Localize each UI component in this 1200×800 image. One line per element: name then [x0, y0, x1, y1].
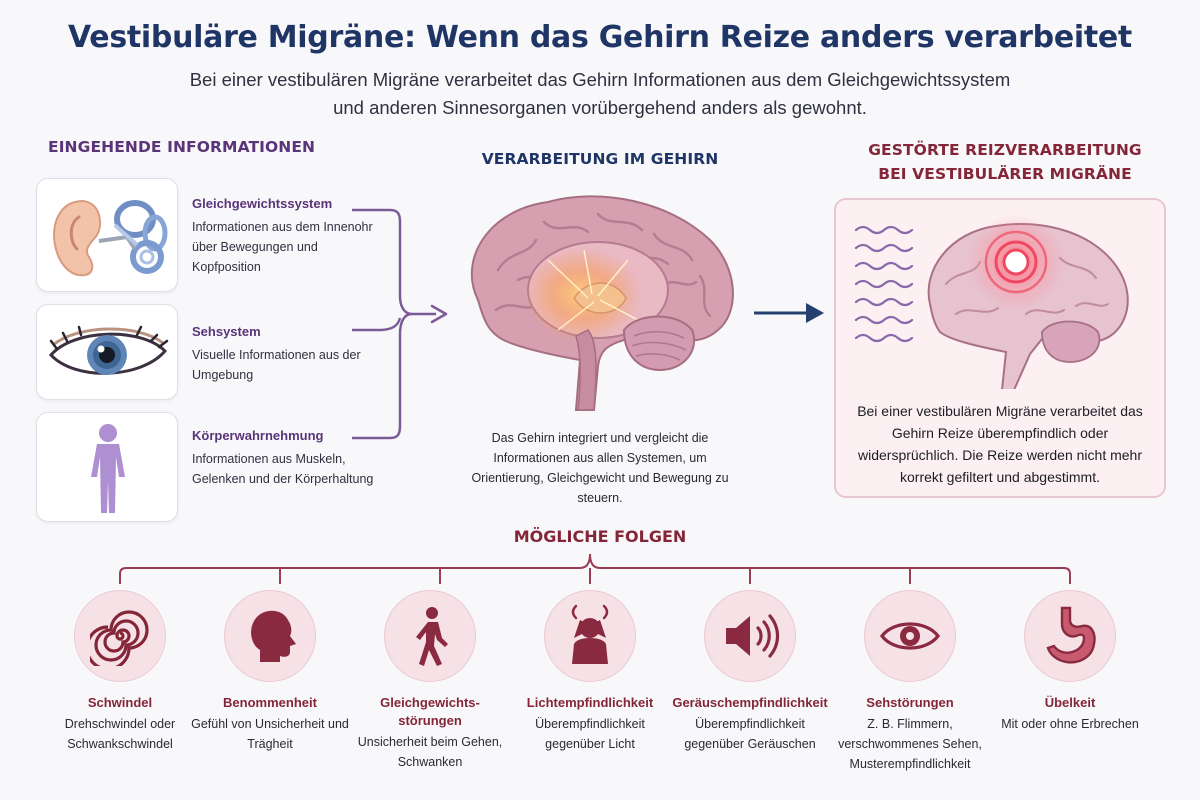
input-item-vision: Sehsystem Visuelle Informationen aus der… — [192, 324, 377, 385]
input-card-eye-image — [36, 304, 178, 400]
consequence-title: Geräuschempfindlichkeit — [672, 695, 828, 710]
consequence-item-noise-sensitivity: Geräuschempfindlichkeit Überempfindlichk… — [670, 590, 830, 754]
consequence-circle — [1024, 590, 1116, 682]
speaker-icon — [726, 614, 780, 658]
consequence-circle — [704, 590, 796, 682]
input-item-balance: Gleichgewichtssystem Informationen aus d… — [192, 196, 377, 277]
input-title-balance: Gleichgewichtssystem — [192, 196, 333, 211]
input-title-proprioception: Körperwahrnehmung — [192, 428, 324, 443]
consequence-title: Sehstörungen — [866, 695, 954, 710]
brain-description: Das Gehirn integriert und vergleicht die… — [471, 431, 729, 505]
consequence-item-visual-disturbance: Sehstörungen Z. B. Flimmern, verschwomme… — [830, 590, 990, 774]
consequence-circle — [74, 590, 166, 682]
consequence-title: Schwindel — [87, 695, 153, 710]
consequences-connector — [119, 553, 1071, 584]
consequence-title: Lichtempfindlichkeit — [526, 695, 654, 710]
consequence-desc: Überempfindlichkeit gegenüber Geräuschen — [684, 717, 816, 751]
consequence-desc: Überempfindlichkeit gegenüber Licht — [535, 717, 645, 751]
consequence-title: Übelkeit — [1044, 695, 1096, 710]
input-connector-bracket — [352, 208, 448, 440]
walking-person-icon — [416, 607, 448, 666]
body-icon — [91, 424, 125, 513]
input-card-ear-image — [36, 178, 178, 292]
consequence-circle — [224, 590, 316, 682]
consequence-item-nausea: Übelkeit Mit oder ohne Erbrechen — [990, 590, 1150, 734]
stomach-icon — [1046, 606, 1096, 664]
consequence-circle — [384, 590, 476, 682]
disturbed-heading-line-1: GESTÖRTE REIZVERARBEITUNG — [868, 141, 1142, 159]
arrow-right-icon — [754, 303, 824, 323]
consequence-desc: Mit oder ohne Erbrechen — [1001, 717, 1139, 731]
consequence-circle — [544, 590, 636, 682]
consequence-item-vertigo: Schwindel Drehschwindel oder Schwankschw… — [40, 590, 200, 754]
eye-icon — [879, 622, 941, 650]
disturbed-description: Bei einer vestibulären Migräne verarbeit… — [857, 403, 1143, 485]
consequence-title: Benommenheit — [223, 695, 317, 710]
input-desc-balance: Informationen aus dem Innenohr über Bewe… — [192, 220, 373, 274]
consequence-item-balance: Gleichgewichts-störungen Unsicherheit be… — [350, 590, 510, 772]
inner-ear-icon — [53, 199, 168, 277]
page-subtitle: Bei einer vestibulären Migräne verarbeit… — [100, 66, 1100, 122]
consequence-title: Gleichgewichts-störungen — [380, 695, 480, 728]
consequence-desc: Gefühl von Unsicherheit und Trägheit — [191, 717, 349, 751]
input-item-proprioception: Körperwahrnehmung Informationen aus Musk… — [192, 428, 377, 489]
brain-illustration — [470, 195, 734, 411]
consequence-circle — [864, 590, 956, 682]
consequence-desc: Drehschwindel oder Schwankschwindel — [64, 717, 176, 751]
disturbed-heading-line-2: BEI VESTIBULÄRER MIGRÄNE — [878, 165, 1132, 183]
subtitle-line-1: Bei einer vestibulären Migräne verarbeit… — [189, 69, 1011, 90]
input-card-body-image — [36, 412, 178, 522]
page-title: Vestibuläre Migräne: Wenn das Gehirn Rei… — [68, 20, 1132, 55]
consequence-item-dizziness: Benommenheit Gefühl von Unsicherheit und… — [190, 590, 350, 754]
brain-heading: VERARBEITUNG IM GEHIRN — [481, 150, 719, 168]
input-desc-proprioception: Informationen aus Muskeln, Gelenken und … — [192, 452, 374, 486]
input-title-vision: Sehsystem — [192, 324, 261, 339]
input-desc-vision: Visuelle Informationen aus der Umgebung — [192, 348, 361, 382]
inputs-heading: EINGEHENDE INFORMATIONEN — [48, 138, 316, 156]
light-sensitive-person-icon — [571, 604, 609, 664]
consequences-heading: MÖGLICHE FOLGEN — [513, 527, 687, 546]
head-icon — [251, 610, 296, 662]
disturbed-heading: GESTÖRTE REIZVERARBEITUNG BEI VESTIBULÄR… — [840, 138, 1170, 186]
consequence-desc: Z. B. Flimmern, verschwommenes Sehen, Mu… — [838, 717, 982, 771]
spiral-icon — [90, 610, 149, 666]
consequence-desc: Unsicherheit beim Gehen, Schwanken — [357, 735, 503, 769]
consequence-item-light-sensitivity: Lichtempfindlichkeit Überempfindlichkeit… — [510, 590, 670, 754]
subtitle-line-2: und anderen Sinnesorganen vorübergehend … — [333, 97, 867, 118]
eye-icon — [48, 325, 169, 375]
disturbed-brain-illustration — [854, 214, 1129, 389]
